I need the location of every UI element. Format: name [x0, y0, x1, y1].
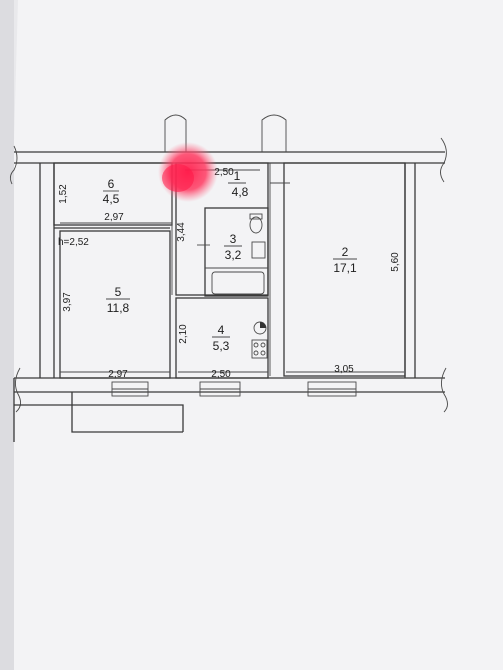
- stove-icon: [251, 339, 268, 359]
- room-number: 2: [342, 245, 349, 259]
- dim-label-2-97-bottom: 2,97: [108, 369, 128, 380]
- bathtub-icon: [211, 271, 265, 295]
- break-mark-left-bottom: [15, 367, 21, 413]
- sink-icon: [251, 241, 266, 259]
- red-stamp-core: [162, 164, 194, 192]
- window-room-5: [111, 381, 149, 397]
- window-room-2: [307, 381, 357, 397]
- room-3-label: 3 3,2: [224, 232, 242, 262]
- room-3-outline: [204, 207, 269, 297]
- room-6-label: 6 4,5: [103, 177, 120, 206]
- dim-label-3-05: 3,05: [334, 364, 354, 375]
- break-mark-right-top: [440, 137, 447, 183]
- room-2-outline: [283, 162, 406, 377]
- page-edge-shadow: [0, 0, 14, 670]
- dim-label-3-97: 3,97: [62, 292, 73, 312]
- room-5-outline: [59, 230, 171, 379]
- dim-label-2-10: 2,10: [178, 324, 189, 344]
- entrance-block: [13, 378, 184, 442]
- paper-sheet: [6, 0, 503, 670]
- dim-label-2-50-bottom: 2,50: [211, 369, 231, 380]
- room-area: 5,3: [213, 339, 230, 353]
- floor-plan: 6 4,5 1 4,8 3 3,2 2 17,1 5 11,8 4 5,3: [9, 114, 448, 442]
- room-area: 17,1: [333, 261, 357, 275]
- room-number: 3: [230, 232, 237, 246]
- room-number: 1: [234, 169, 241, 183]
- top-duct-right: [261, 114, 287, 152]
- window-room-4: [199, 381, 241, 397]
- room-5-label: 5 11,8: [106, 285, 130, 315]
- room-number: 5: [115, 285, 122, 299]
- break-mark-left-top: [9, 145, 18, 185]
- dim-label-2-50-top: 2,50: [214, 167, 234, 178]
- break-mark-right-bottom: [441, 367, 448, 413]
- room-area: 4,5: [103, 192, 120, 206]
- toilet-tank-icon: [249, 213, 263, 220]
- room-area: 11,8: [107, 301, 130, 315]
- water-heater-fill: [260, 322, 266, 328]
- room-area: 4,8: [232, 185, 249, 199]
- room-area: 3,2: [225, 248, 242, 262]
- room-number: 6: [108, 177, 115, 191]
- dim-label-5-60: 5,60: [390, 252, 401, 272]
- ceiling-height-label: h=2,52: [58, 237, 89, 248]
- room-4-outline: [175, 297, 269, 379]
- room-2-label: 2 17,1: [333, 245, 357, 275]
- top-duct-left: [164, 114, 187, 152]
- room-4-label: 4 5,3: [212, 323, 230, 353]
- dim-label-1-52: 1,52: [58, 184, 69, 204]
- toilet-icon: [249, 216, 263, 234]
- room-number: 4: [218, 323, 225, 337]
- dim-label-2-97-top: 2,97: [104, 212, 124, 223]
- room-1-label: 1 4,8: [228, 169, 249, 199]
- dim-label-3-44: 3,44: [176, 222, 187, 242]
